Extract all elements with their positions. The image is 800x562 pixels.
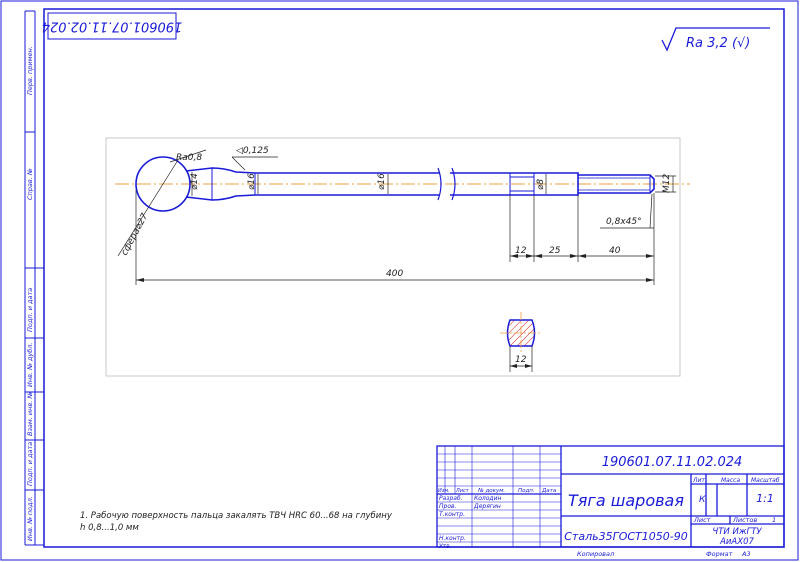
- technical-note-line1: 1. Рабочую поверхность пальца закалять Т…: [80, 511, 393, 521]
- dim-m12: M12: [662, 174, 672, 193]
- mass-label: Масса: [721, 477, 740, 484]
- dim-d14: ⌀14: [190, 173, 200, 190]
- row-razrab: Разраб.: [439, 495, 463, 502]
- strip-label-podl: Инв. № подл.: [26, 496, 34, 541]
- scale-label: Масштаб: [751, 477, 780, 484]
- row-utv: Утв.: [439, 543, 452, 550]
- dim-len40: 40: [609, 246, 621, 256]
- format-label: Формат: [706, 550, 733, 558]
- dim-cone: ◁0,125: [236, 146, 269, 156]
- dim-sphere: сфера⌀27: [120, 212, 151, 258]
- material: Сталь35ГОСТ1050-90: [564, 530, 688, 543]
- roughness-sign: [661, 27, 770, 52]
- hdr-list: Лист: [455, 488, 470, 494]
- dim-len400: 400: [386, 269, 403, 279]
- strip-label-dubl: Инв. № дубл.: [26, 343, 34, 387]
- dimension-arrows: [136, 254, 654, 282]
- dimension-lines: [117, 149, 676, 285]
- part-name: Тяга шаровая: [568, 491, 684, 510]
- hdr-data: Дата: [541, 488, 557, 494]
- row-tkontr: Т.контр.: [439, 511, 465, 518]
- dim-len12: 12: [515, 246, 527, 256]
- strip-label-vzam: Взам. инв. №: [26, 392, 34, 436]
- dim-d16a: ⌀16: [247, 173, 257, 190]
- row-prov: Пров.: [439, 503, 457, 510]
- strip-label-sprav: Справ. №: [26, 168, 34, 200]
- org-line2: АиАХ07: [719, 537, 754, 547]
- technical-note-line2: h 0,8...1,0 мм: [80, 523, 139, 533]
- format-value: А3: [741, 550, 751, 558]
- lit-label: Лит.: [692, 477, 707, 484]
- title-block-grid: [437, 446, 561, 547]
- strip-label-podp2: Подп. и дата: [26, 442, 34, 486]
- prov-name: Дерягин: [473, 503, 501, 510]
- sheet-label: Лист: [693, 516, 711, 524]
- dim-chamfer: 0,8x45°: [606, 217, 642, 227]
- razrab-name: Колодин: [474, 495, 501, 502]
- hdr-doc: № докум.: [477, 488, 505, 494]
- roughness-value: Ra 3,2 (√): [686, 36, 750, 51]
- row-nkontr: Н.контр.: [439, 535, 466, 542]
- sheets-label: Листов: [732, 516, 757, 524]
- sheets-value: 1: [772, 516, 776, 524]
- section-dim: 12: [515, 355, 527, 365]
- doc-number-rotated: 190601.07.11.02.024: [42, 19, 183, 34]
- break-marks: [437, 167, 456, 201]
- lit-value: К: [699, 495, 706, 505]
- doc-number: 190601.07.11.02.024: [602, 455, 743, 470]
- copied-label: Копировал: [577, 550, 614, 558]
- hdr-izm: Изм.: [438, 488, 450, 494]
- hdr-podp: Подп.: [518, 488, 535, 494]
- dim-d8: ⌀8: [536, 179, 546, 190]
- strip-label-perv: Перв. примен.: [26, 46, 34, 95]
- org-line1: ЧТИ ИжГТУ: [712, 527, 762, 537]
- doc-number-rotated-box: 190601.07.11.02.024: [42, 12, 183, 40]
- strip-label-podp1: Подп. и дата: [26, 288, 34, 332]
- section-view: [500, 312, 542, 372]
- part-outline: [135, 156, 655, 212]
- dim-d16b: ⌀16: [377, 173, 387, 190]
- side-strip: [24, 10, 44, 546]
- title-block: [436, 445, 785, 548]
- scale-value: 1:1: [756, 492, 774, 505]
- flat-slot: [509, 173, 535, 195]
- dim-len25: 25: [549, 246, 561, 256]
- dim-ra08: Ra0,8: [176, 153, 202, 163]
